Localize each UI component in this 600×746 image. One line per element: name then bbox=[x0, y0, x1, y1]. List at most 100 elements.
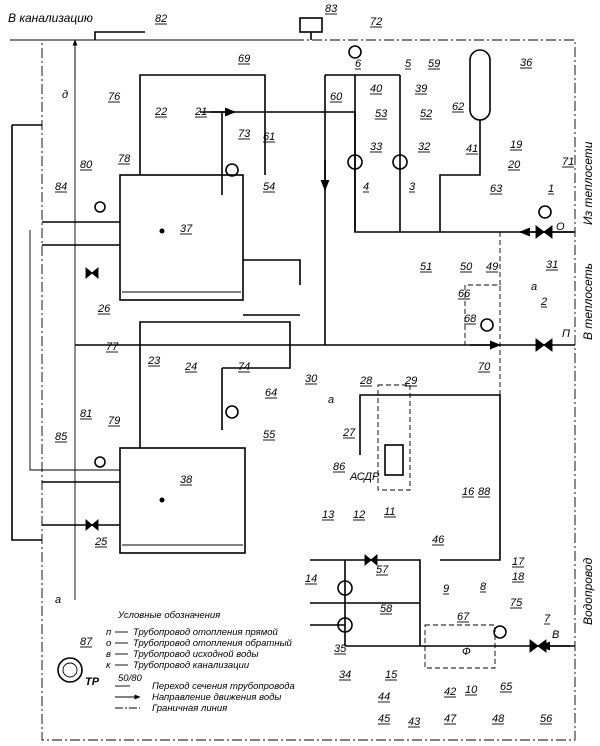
callout-62: 62 bbox=[452, 101, 464, 113]
callout-87: 87 bbox=[80, 636, 93, 648]
callout-20: 20 bbox=[507, 159, 521, 171]
callout-57: 57 bbox=[376, 564, 389, 576]
legend-code-1: о bbox=[106, 638, 111, 649]
callout-59: 59 bbox=[428, 58, 440, 70]
boundary-line bbox=[41, 39, 576, 741]
callout-68: 68 bbox=[464, 313, 477, 325]
boiler38-header bbox=[222, 345, 291, 369]
callout-21: 21 bbox=[194, 106, 207, 118]
callout-39: 39 bbox=[415, 83, 427, 95]
callout-77: 77 bbox=[106, 341, 119, 353]
legend-symbols bbox=[115, 631, 141, 709]
letter-a-2: а bbox=[328, 394, 334, 406]
callout-61: 61 bbox=[263, 131, 275, 143]
legend-code-0: п bbox=[106, 627, 112, 638]
callout-45: 45 bbox=[378, 713, 391, 725]
legend-code-4: 50/80 bbox=[118, 673, 142, 684]
supply-header bbox=[200, 111, 575, 233]
callout-80: 80 bbox=[80, 159, 93, 171]
asdr-block bbox=[384, 444, 404, 476]
callout-56: 56 bbox=[540, 713, 553, 725]
callout-34: 34 bbox=[339, 669, 351, 681]
legend-text-3: Трубопровод канализации bbox=[133, 660, 250, 671]
callout-52: 52 bbox=[420, 108, 432, 120]
callout-37: 37 bbox=[180, 223, 193, 235]
sewer-label: В канализацию bbox=[8, 11, 93, 25]
tr-inner bbox=[62, 662, 78, 678]
callout-9: 9 bbox=[443, 583, 449, 595]
callout-13: 13 bbox=[322, 509, 335, 521]
tr-label: ТР bbox=[85, 676, 100, 688]
callout-19: 19 bbox=[510, 139, 522, 151]
callout-73: 73 bbox=[238, 128, 251, 140]
callout-16: 16 bbox=[462, 486, 475, 498]
filter-box bbox=[424, 624, 496, 669]
legend-text-6: Граничная линия bbox=[152, 703, 227, 714]
callout-38: 38 bbox=[180, 474, 193, 486]
callout-7: 7 bbox=[544, 613, 551, 625]
boiler-37 bbox=[119, 174, 244, 301]
callout-82: 82 bbox=[155, 13, 167, 25]
callout-55: 55 bbox=[263, 429, 276, 441]
callout-1: 1 bbox=[548, 183, 554, 195]
callout-28: 28 bbox=[359, 375, 373, 387]
callout-42: 42 bbox=[444, 686, 456, 698]
callout-36: 36 bbox=[520, 57, 533, 69]
callout-22: 22 bbox=[154, 106, 167, 118]
callout-51: 51 bbox=[420, 261, 432, 273]
callout-3: 3 bbox=[409, 181, 416, 193]
callout-86: 86 bbox=[333, 461, 346, 473]
callout-26: 26 bbox=[97, 303, 111, 315]
callout-29: 29 bbox=[404, 375, 417, 387]
letter-o: О bbox=[556, 221, 565, 233]
boiler-37-inlet bbox=[42, 221, 120, 246]
callout-8: 8 bbox=[480, 581, 487, 593]
callout-74: 74 bbox=[238, 361, 250, 373]
callout-33: 33 bbox=[370, 141, 383, 153]
callout-18: 18 bbox=[512, 571, 525, 583]
boiler-38 bbox=[119, 447, 246, 554]
callout-23: 23 bbox=[147, 355, 161, 367]
letter-f: Ф bbox=[462, 646, 471, 658]
callout-10: 10 bbox=[465, 684, 478, 696]
callout-88: 88 bbox=[478, 486, 491, 498]
callout-70: 70 bbox=[478, 361, 491, 373]
callout-64: 64 bbox=[265, 387, 277, 399]
boiler-38-top bbox=[139, 321, 291, 448]
heat-net-branch bbox=[464, 232, 501, 345]
callout-4: 4 bbox=[363, 181, 369, 193]
from-heat-net-label: Из теплосети bbox=[581, 141, 595, 225]
callout-75: 75 bbox=[510, 597, 523, 609]
legend-text-4: Переход сечения трубопровода bbox=[152, 681, 295, 692]
legend-text-1: Трубопровод отопления обратный bbox=[133, 638, 293, 649]
callout-35: 35 bbox=[334, 643, 347, 655]
callout-44: 44 bbox=[378, 691, 390, 703]
callout-46: 46 bbox=[432, 534, 445, 546]
callout-5: 5 bbox=[405, 58, 412, 70]
fixture-83 bbox=[299, 17, 323, 33]
callout-72: 72 bbox=[370, 16, 382, 28]
callout-17: 17 bbox=[512, 556, 525, 568]
callout-58: 58 bbox=[380, 603, 393, 615]
callout-47: 47 bbox=[444, 713, 457, 725]
expansion-tank bbox=[469, 49, 491, 121]
callout-84: 84 bbox=[55, 181, 67, 193]
callout-76: 76 bbox=[108, 91, 121, 103]
callout-24: 24 bbox=[184, 361, 197, 373]
callout-6: 6 bbox=[355, 58, 362, 70]
callout-67: 67 bbox=[457, 611, 470, 623]
callout-15: 15 bbox=[385, 669, 398, 681]
legend-text-0: Трубопровод отопления прямой bbox=[133, 627, 279, 638]
asdr-label: АСДР bbox=[349, 471, 380, 483]
tr-symbol bbox=[57, 657, 83, 683]
callout-78: 78 bbox=[118, 153, 131, 165]
drain-loop bbox=[11, 124, 42, 541]
callout-79: 79 bbox=[108, 415, 120, 427]
legend-code-3: к bbox=[106, 660, 111, 671]
legend-title: Условные обозначения bbox=[117, 610, 220, 621]
callout-63: 63 bbox=[490, 183, 503, 195]
drain-loop-inner bbox=[29, 230, 120, 471]
callout-81: 81 bbox=[80, 408, 92, 420]
makeup-loop bbox=[310, 559, 421, 646]
to-heat-net-label: В теплосеть bbox=[581, 263, 595, 340]
